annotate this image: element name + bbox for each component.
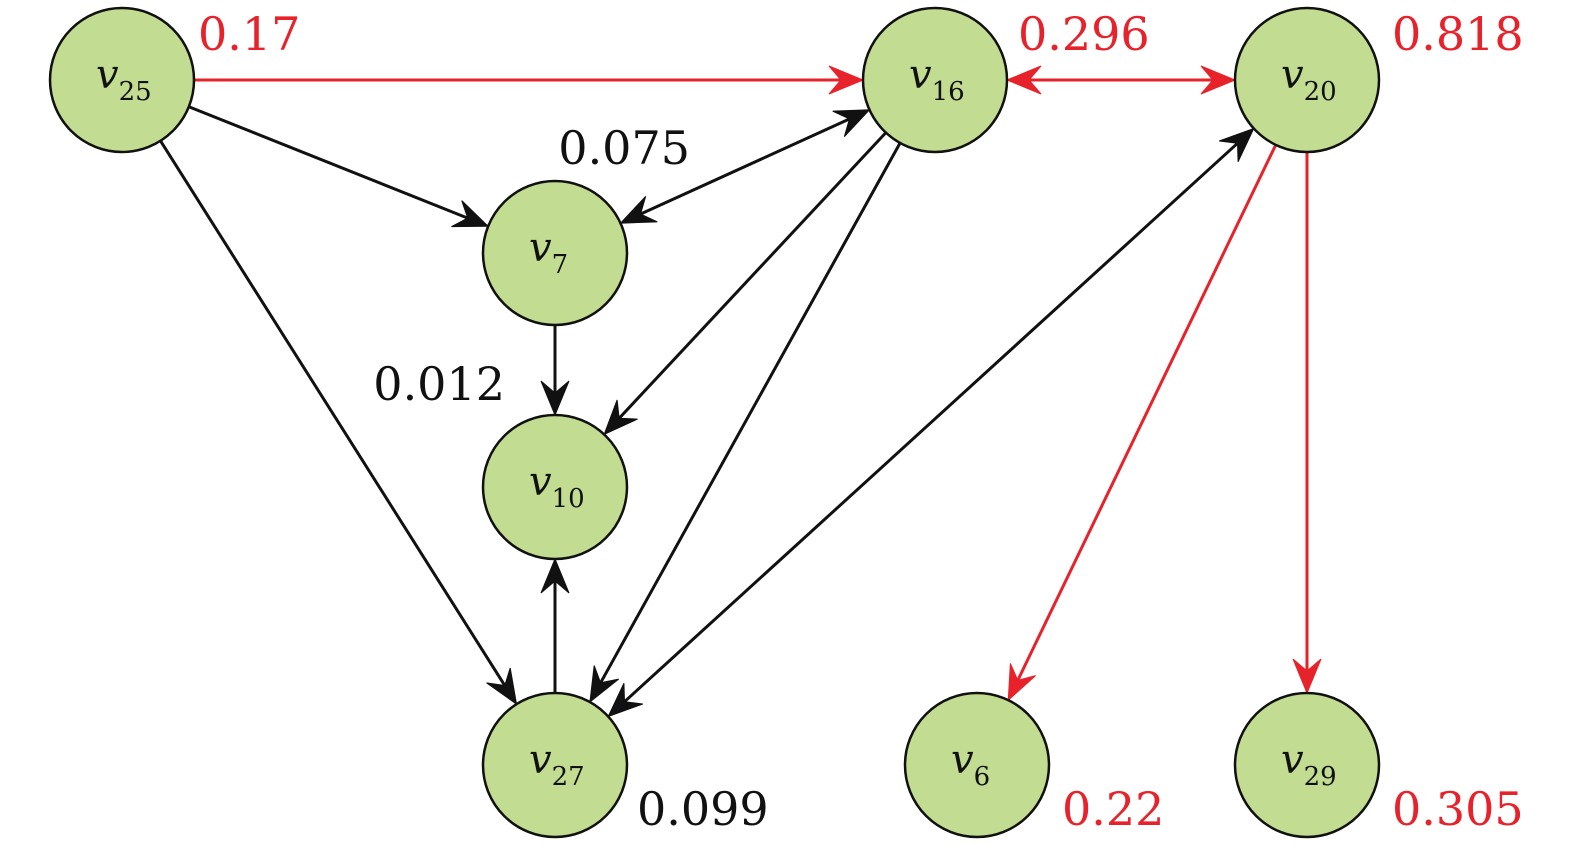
edge-line — [622, 140, 1240, 705]
node-v7: v7 — [481, 179, 629, 327]
edge-v16-v10 — [603, 131, 887, 436]
arrowhead — [451, 200, 490, 228]
node-circle — [903, 691, 1051, 839]
edge-v7-v10 — [540, 325, 570, 417]
node-v10: v10 — [481, 413, 629, 561]
edge-v25-v16 — [194, 65, 865, 95]
node-v29: v29 — [1233, 691, 1381, 839]
edge-line — [638, 116, 852, 217]
weight-label-v25: 0.17 — [198, 7, 300, 61]
arrowhead — [828, 65, 865, 95]
node-label: v25 — [96, 52, 152, 107]
node-circle — [481, 691, 629, 839]
weight-label-v7: 0.075 — [558, 121, 690, 175]
edge-line — [1015, 144, 1278, 683]
node-v16: v16 — [861, 6, 1009, 154]
arrowhead — [832, 109, 871, 138]
node-v25: v25 — [48, 6, 196, 154]
node-circle — [481, 413, 629, 561]
node-circle — [481, 179, 629, 327]
edge-v16-v7 — [619, 109, 871, 224]
arrowhead — [1007, 663, 1036, 702]
weight-label-v20: 0.818 — [1392, 7, 1524, 61]
edge-v25-v7 — [188, 105, 490, 228]
arrowhead — [1200, 65, 1237, 95]
weight-label-v6: 0.22 — [1062, 782, 1164, 836]
edge-v16-v20 — [1005, 65, 1237, 95]
weight-label-v16: 0.296 — [1018, 7, 1150, 61]
node-circle — [1233, 6, 1381, 154]
edge-line — [188, 105, 471, 221]
edge-v20-v27 — [607, 127, 1255, 718]
weights-layer: 0.17 0.296 0.818 0.075 0.012 0.099 0.22 0.305 — [198, 7, 1524, 836]
node-label: v7 — [529, 225, 568, 280]
node-label: v20 — [1281, 52, 1337, 107]
arrowhead — [589, 665, 619, 704]
edge-v25-v27 — [159, 140, 518, 706]
edge-v16-v27 — [589, 142, 902, 704]
edges-layer — [159, 65, 1322, 718]
node-circle — [48, 6, 196, 154]
node-circle — [861, 6, 1009, 154]
node-label: v16 — [909, 52, 965, 107]
arrowhead — [603, 399, 638, 436]
node-v20: v20 — [1233, 6, 1381, 154]
weight-label-v27: 0.099 — [637, 782, 769, 836]
node-label: v27 — [529, 737, 585, 792]
weight-label-v29: 0.305 — [1392, 782, 1524, 836]
arrowhead — [1005, 65, 1042, 95]
arrowhead — [540, 380, 570, 417]
node-v27: v27 — [481, 691, 629, 839]
node-label: v29 — [1281, 737, 1337, 792]
arrowhead — [486, 667, 518, 706]
edge-v20-v6 — [1007, 144, 1278, 702]
edge-line — [598, 142, 902, 686]
arrowhead — [1292, 658, 1322, 695]
node-label: v10 — [529, 459, 585, 514]
arrowhead — [540, 557, 570, 594]
edge-line — [616, 131, 887, 421]
arrowhead — [1219, 127, 1255, 162]
edge-line — [159, 140, 508, 689]
node-label: v6 — [951, 737, 990, 792]
arrowhead — [619, 195, 658, 224]
arrowhead — [607, 683, 643, 718]
edge-v27-v10 — [540, 557, 570, 693]
node-circle — [1233, 691, 1381, 839]
edge-v20-v29 — [1292, 152, 1322, 695]
nodes-layer: v25 v16 v20 v7 v10 v27 v6 v29 — [48, 6, 1381, 839]
weight-label-v10: 0.012 — [373, 357, 505, 411]
node-v6: v6 — [903, 691, 1051, 839]
